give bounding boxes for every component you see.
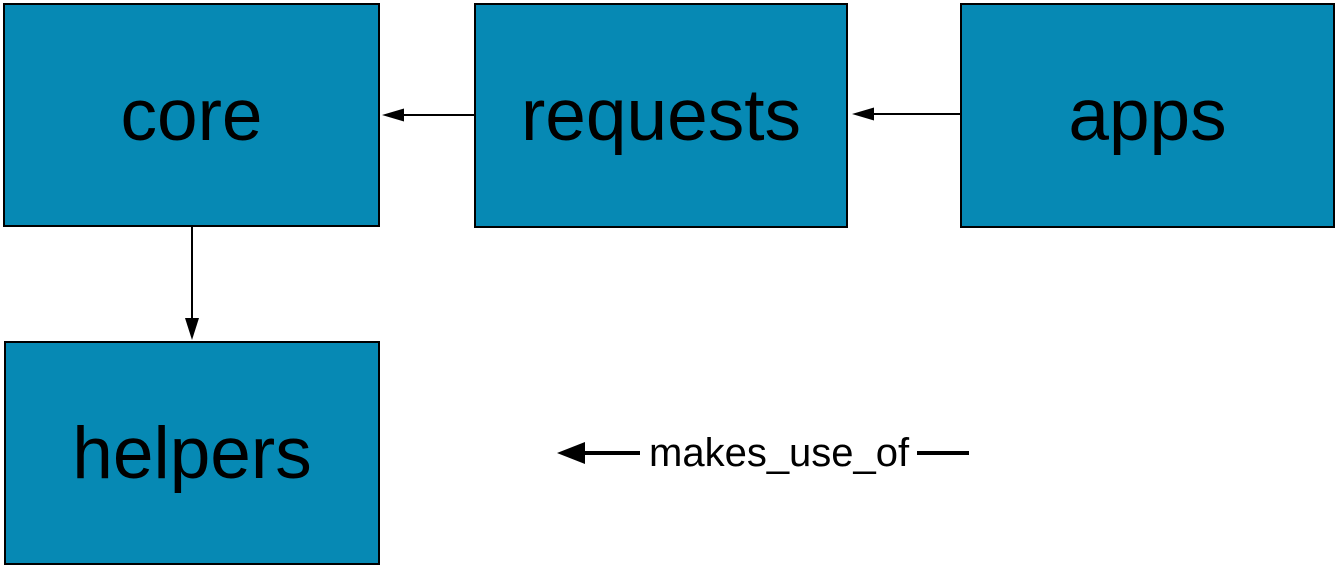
legend-arrow-icon [557, 442, 640, 464]
legend: makes_use_of [556, 427, 970, 479]
node-helpers: helpers [4, 341, 380, 565]
node-helpers-label: helpers [72, 412, 312, 494]
node-core: core [3, 3, 380, 227]
node-requests-label: requests [521, 75, 801, 156]
node-core-label: core [120, 74, 263, 156]
node-requests: requests [474, 3, 848, 228]
node-apps: apps [960, 3, 1335, 228]
legend-dash [917, 451, 970, 455]
edge-core-to-helpers [185, 227, 199, 340]
edge-requests-to-core [382, 108, 474, 122]
edge-apps-to-requests [852, 107, 960, 121]
legend-label: makes_use_of [649, 431, 910, 475]
node-apps-label: apps [1068, 75, 1227, 156]
